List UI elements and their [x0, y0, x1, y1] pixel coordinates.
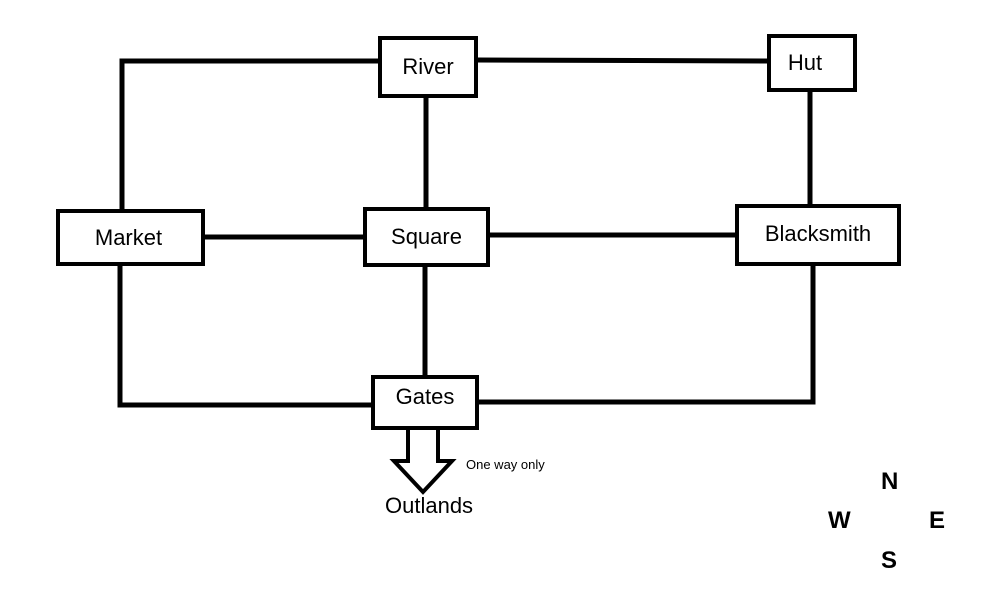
- compass-west: W: [828, 507, 851, 534]
- location-square: Square: [363, 207, 490, 267]
- location-blacksmith-label: Blacksmith: [764, 220, 872, 246]
- location-river-label: River: [402, 54, 454, 79]
- location-square-label: Square: [391, 224, 462, 249]
- one-way-note: One way only: [466, 457, 545, 472]
- location-hut-label: Hut: [787, 50, 823, 75]
- location-river: River: [378, 36, 478, 98]
- compass-north: N: [881, 468, 899, 495]
- location-market: Market: [56, 209, 205, 266]
- path-river-hut: [474, 57, 773, 64]
- location-gates: Gates: [371, 375, 479, 430]
- location-outlands-label: Outlands: [385, 493, 474, 518]
- location-gates-label: Gates: [395, 383, 455, 409]
- location-hut: Hut: [767, 34, 857, 92]
- location-market-label: Market: [94, 224, 163, 250]
- compass-south: S: [881, 547, 898, 574]
- one-way-arrow-icon: [389, 425, 457, 495]
- location-blacksmith: Blacksmith: [735, 204, 901, 266]
- compass-east: E: [929, 507, 946, 534]
